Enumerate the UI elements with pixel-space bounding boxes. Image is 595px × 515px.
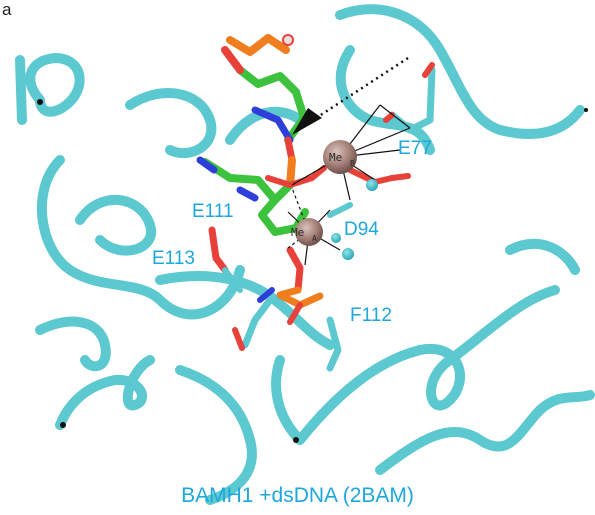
protein-ribbon-group [15,4,595,505]
metal-b-subscript: B [350,159,355,168]
panel-letter: a [2,0,12,19]
ribbon-bottom-right [505,238,580,275]
ribbon-end-caps [37,99,588,443]
figure-caption: BAMH1 +dsDNA (2BAM) [181,484,414,507]
ribbon-right-lower [375,390,595,475]
residue-label-e111: E111 [192,201,234,222]
metal-b-label: Me [329,151,342,164]
ribbon-top-right [335,4,585,139]
ribbon-left-helix [36,155,245,320]
metal-ion-a: Me A [291,218,323,246]
ribbon-top-right-2 [335,45,435,155]
ribbon-top-left-small [15,55,27,125]
ribbon-bottom-mid [175,365,257,505]
residue-label-f112: F112 [350,305,392,326]
residue-label-e113: E113 [152,248,195,269]
metal-ion-b: Me B [323,140,357,174]
metal-a-label: Me [291,226,304,239]
dna-sticks [196,34,342,372]
ribbon-top-left-loop [25,53,85,117]
ribbon-lower-middle-2 [271,355,305,445]
nucleophile-arrow [292,56,409,135]
ribbon-left-turn [125,88,217,159]
ribbon-bottom-left-2 [55,355,155,430]
ribbon-middle-loop [75,194,157,256]
ribbon-right-helix [295,285,560,445]
metal-a-subscript: A [312,234,317,243]
ribbon-bottom-left [35,316,111,372]
residue-label-e77: E77 [398,138,432,159]
residue-label-d94: D94 [344,219,379,240]
water-spheres [282,34,378,260]
side-chains [208,62,436,351]
